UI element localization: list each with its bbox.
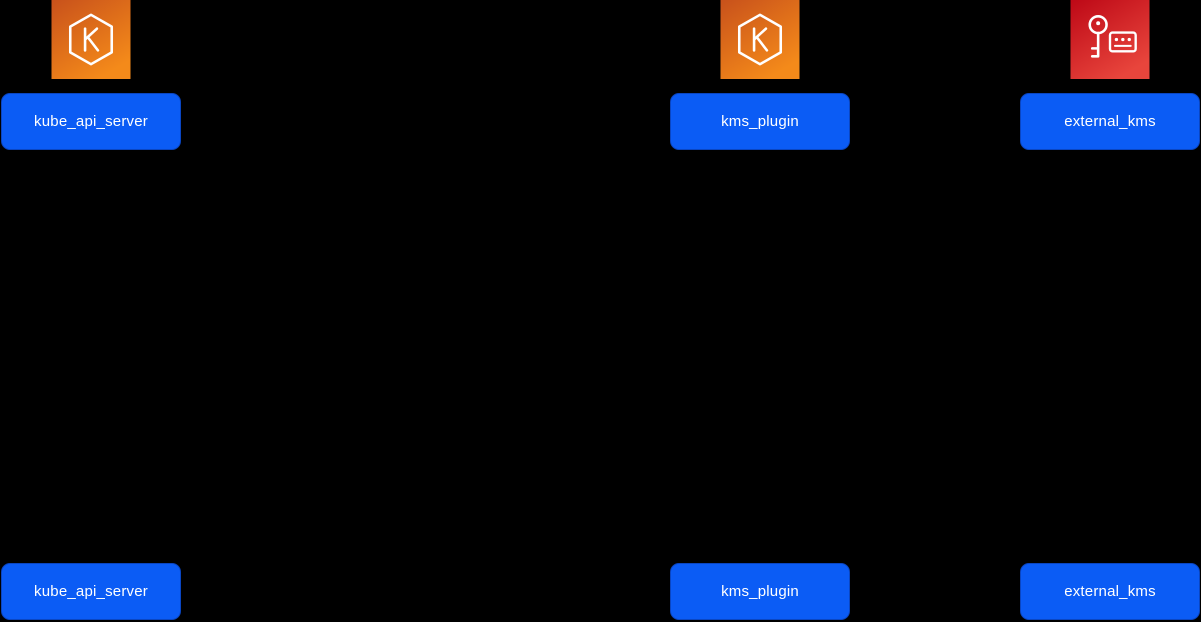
actor-box-bottom: external_kms	[1020, 563, 1200, 620]
actor-label: kms_plugin	[721, 113, 799, 130]
participant-external-kms: external_kms external_kms	[1020, 0, 1200, 622]
participant-kube-api-server: kube_api_server kube_api_server	[1, 0, 181, 622]
actor-label: kms_plugin	[721, 583, 799, 600]
eks-icon	[720, 0, 800, 79]
actor-box-bottom: kube_api_server	[1, 563, 181, 620]
actor-label: kube_api_server	[34, 113, 148, 130]
participant-kms-plugin: kms_plugin kms_plugin	[670, 0, 850, 622]
lifeline	[1110, 150, 1111, 563]
kms-key-icon	[1070, 0, 1150, 79]
actor-box-bottom: kms_plugin	[670, 563, 850, 620]
actor-label: kube_api_server	[34, 583, 148, 600]
actor-box-top: kube_api_server	[1, 93, 181, 150]
lifeline	[760, 150, 761, 563]
actor-box-top: kms_plugin	[670, 93, 850, 150]
actor-label: external_kms	[1064, 113, 1156, 130]
actor-label: external_kms	[1064, 583, 1156, 600]
eks-icon	[51, 0, 131, 79]
lifeline	[91, 150, 92, 563]
actor-box-top: external_kms	[1020, 93, 1200, 150]
